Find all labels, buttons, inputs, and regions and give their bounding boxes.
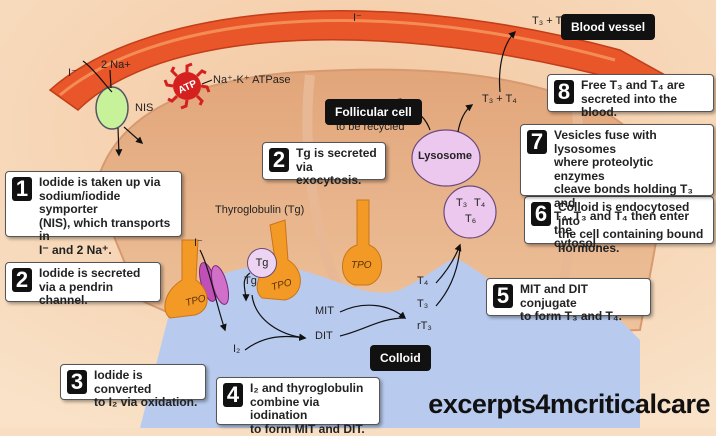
- step-3-text: Iodide is converted to I₂ via oxidation.: [94, 368, 198, 409]
- colloid-tag: Colloid: [370, 345, 431, 371]
- vesicle-t6-label: T₆: [465, 213, 477, 225]
- step-6-callout: 6 Colloid is endocytosed into the cell c…: [524, 196, 714, 254]
- atpase-label: Na⁺-K⁺ ATPase: [213, 74, 291, 86]
- step-5-text: MIT and DIT conjugate to form T₃ and T₄.: [520, 282, 622, 323]
- step-3-number: 3: [67, 370, 87, 394]
- t4-endocytosis-arrow: [435, 243, 462, 284]
- t3-colloid-label: T₃: [417, 298, 429, 310]
- step-2b-text: Tg is secreted via exocytosis.: [296, 146, 377, 187]
- tpo-label-1: TPO: [184, 293, 207, 309]
- nis-transporter: [95, 86, 129, 130]
- atpase-leader: [201, 79, 213, 85]
- t4-colloid-label: T₄: [417, 275, 429, 287]
- step-5-number: 5: [493, 284, 513, 308]
- dit-to-rt3-arrow: [339, 317, 406, 337]
- nis-out-arrow-1: [115, 127, 123, 157]
- atpase-icon: ATP: [163, 62, 211, 110]
- lysosome: [411, 129, 481, 187]
- t3-t4-cytosol-label: T₃ + T₄: [482, 93, 517, 105]
- lysosome-label: Lysosome: [418, 150, 473, 162]
- sodium-nis-line: [109, 69, 112, 89]
- i2-to-dit-arrow: [244, 333, 307, 351]
- mit-to-rt3-arrow: [339, 304, 407, 319]
- step-4-callout: 4 I₂ and thyroglobulin combine via iodin…: [216, 377, 380, 435]
- step-7-text: Vesicles fuse with lysosomes where prote…: [554, 128, 693, 250]
- step-3-callout: 3 Iodide is converted to I₂ via oxidatio…: [60, 364, 206, 409]
- endocytic-vesicle: [443, 185, 497, 239]
- cytosol-to-blood-arrow: [498, 30, 517, 93]
- step-1-callout: 1 Iodide is taken up via sodium/iodide s…: [5, 171, 182, 256]
- step-2a-number: 2: [12, 268, 32, 292]
- i2-label: I₂: [233, 343, 241, 355]
- lysosome-to-cytosol-arrow: [457, 104, 474, 133]
- iodide-pendrin-arrow: [199, 249, 227, 332]
- iodide-blood-label: I⁻: [353, 12, 362, 24]
- iodide-pendrin-label: I⁻: [194, 237, 203, 249]
- tpo-enzyme-3: TPO: [342, 199, 383, 286]
- t3-t4-blood-label: T₃ + T₄: [532, 15, 567, 27]
- thyroglobulin-label: Thyroglobulin (Tg): [215, 204, 305, 216]
- tg-bubble-label: Tg: [255, 257, 269, 269]
- step-5-callout: 5 MIT and DIT conjugate to form T₃ and T…: [486, 278, 651, 323]
- step-2b-callout: 2 Tg is secreted via exocytosis.: [262, 142, 386, 187]
- step-2a-text: Iodide is secreted via a pendrin channel…: [39, 266, 141, 307]
- step-1-text: Iodide is taken up via sodium/iodide sym…: [39, 175, 171, 257]
- step-6-number: 6: [531, 202, 551, 226]
- tpo-label-2: TPO: [270, 277, 293, 293]
- tg-colloid-label: Tg: [244, 275, 257, 287]
- tpo-label-3: TPO: [351, 260, 372, 271]
- mit-label: MIT: [315, 305, 334, 317]
- vesicle-t3-label: T₃: [456, 197, 468, 209]
- blood-vessel-tag: Blood vessel: [561, 14, 656, 40]
- follicular-cell-tag: Follicular cell: [325, 99, 422, 125]
- step-8-callout: 8 Free T₃ and T₄ are secreted into the b…: [547, 74, 714, 119]
- watermark: excerpts4mcriticalcare: [428, 389, 710, 419]
- iodide-nis-line: [82, 60, 113, 93]
- t3-endocytosis-arrow: [435, 247, 461, 307]
- tg-vesicle-bubble: Tg: [247, 248, 277, 278]
- two-sodium-label: 2 Na+: [101, 59, 131, 71]
- tpo-enzyme-1: TPO: [164, 239, 208, 319]
- nis-out-arrow-2: [123, 126, 144, 144]
- step-1-number: 1: [12, 177, 32, 201]
- step-7-number: 7: [527, 130, 547, 154]
- vesicle-t4-label: T₄: [474, 197, 486, 209]
- step-4-number: 4: [223, 383, 243, 407]
- iodide-nis-label: I⁻: [68, 67, 77, 79]
- rt3-label: rT₃: [417, 320, 432, 332]
- step-6-text: Colloid is endocytosed into the cell con…: [558, 200, 704, 255]
- step-8-text: Free T₃ and T₄ are secreted into the blo…: [581, 78, 685, 119]
- step-8-number: 8: [554, 80, 574, 104]
- tg-to-colloid-arrow: [242, 272, 251, 302]
- nis-label: NIS: [135, 102, 154, 114]
- step-2a-callout: 2 Iodide is secreted via a pendrin chann…: [5, 262, 161, 307]
- step-7-callout: 7 Vesicles fuse with lysosomes where pro…: [520, 124, 714, 250]
- dit-label: DIT: [315, 330, 333, 342]
- step-2b-number: 2: [269, 148, 289, 172]
